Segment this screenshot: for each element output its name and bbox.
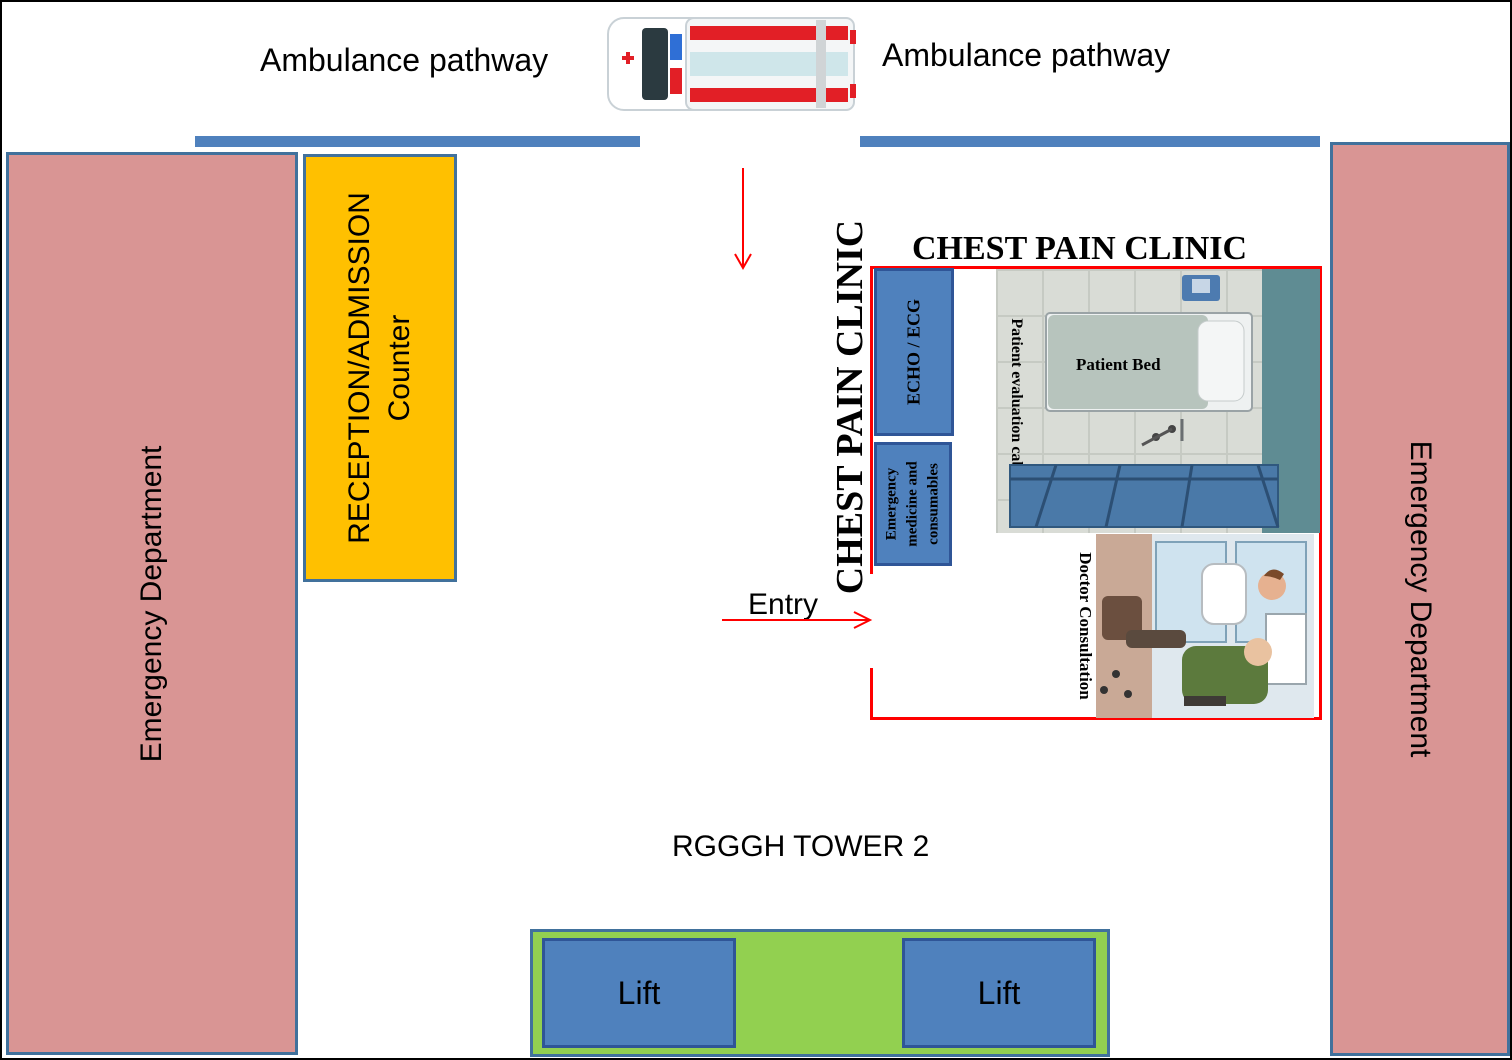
clinic-border-top bbox=[870, 266, 1322, 269]
clinic-border-left-upper bbox=[870, 266, 873, 574]
patient-evaluation-cabin: Patient evaluation cabin Patient Bed bbox=[996, 269, 1320, 533]
chest-pain-clinic-vertical-title: CHEST PAIN CLINIC bbox=[828, 219, 872, 595]
emergency-medicine-label-line3: consumables bbox=[925, 463, 942, 545]
lift-left: Lift bbox=[542, 938, 736, 1048]
lift-right: Lift bbox=[902, 938, 1096, 1048]
reception-label-line1: RECEPTION/ADMISSION bbox=[343, 192, 376, 544]
doctor-consultation-icon bbox=[1096, 534, 1314, 718]
down-arrow-icon bbox=[734, 168, 752, 271]
emergency-department-right: Emergency Department bbox=[1330, 142, 1510, 1056]
chest-pain-clinic-vertical-title-text: CHEST PAIN CLINIC bbox=[829, 219, 871, 595]
pathway-wall-right bbox=[860, 136, 1320, 147]
reception-label-line2: Counter bbox=[383, 314, 416, 422]
patient-bed-label: Patient Bed bbox=[1076, 355, 1161, 374]
chest-pain-clinic-title: CHEST PAIN CLINIC bbox=[912, 230, 1248, 267]
emergency-department-left: Emergency Department bbox=[6, 152, 298, 1055]
patient-bed-icon bbox=[1009, 269, 1320, 533]
clinic-border-left-lower bbox=[870, 668, 873, 720]
ambulance-pathway-label-right: Ambulance pathway bbox=[882, 37, 1171, 73]
ambulance-icon bbox=[607, 17, 856, 111]
echo-ecg-room: ECHO / ECG bbox=[874, 268, 954, 436]
doctor-consultation-room: Doctor Consultation bbox=[1076, 534, 1314, 718]
emergency-medicine-label: Emergency medicine and consumables bbox=[882, 461, 945, 546]
emergency-medicine-label-line1: Emergency bbox=[883, 467, 900, 541]
emergency-medicine-store: Emergency medicine and consumables bbox=[874, 442, 952, 566]
reception-admission-counter: RECEPTION/ADMISSION Counter bbox=[303, 154, 457, 582]
clinic-border-right bbox=[1319, 266, 1322, 720]
echo-ecg-label: ECHO / ECG bbox=[903, 298, 924, 406]
tower-label: RGGGH TOWER 2 bbox=[672, 830, 930, 863]
entry-arrow-icon bbox=[722, 611, 873, 629]
emergency-medicine-label-line2: medicine and bbox=[904, 461, 921, 547]
emergency-department-left-label: Emergency Department bbox=[135, 445, 168, 762]
clinic-border-bottom bbox=[870, 717, 1322, 720]
doctor-consultation-label-wrap: Doctor Consultation bbox=[1070, 534, 1100, 718]
entry-label: Entry bbox=[748, 588, 819, 621]
reception-label: RECEPTION/ADMISSION Counter bbox=[340, 192, 420, 544]
pathway-wall-left bbox=[195, 136, 640, 147]
ambulance-pathway-label-left: Ambulance pathway bbox=[260, 42, 549, 78]
doctor-consultation-label: Doctor Consultation bbox=[1076, 552, 1095, 700]
emergency-department-right-label: Emergency Department bbox=[1404, 440, 1437, 758]
